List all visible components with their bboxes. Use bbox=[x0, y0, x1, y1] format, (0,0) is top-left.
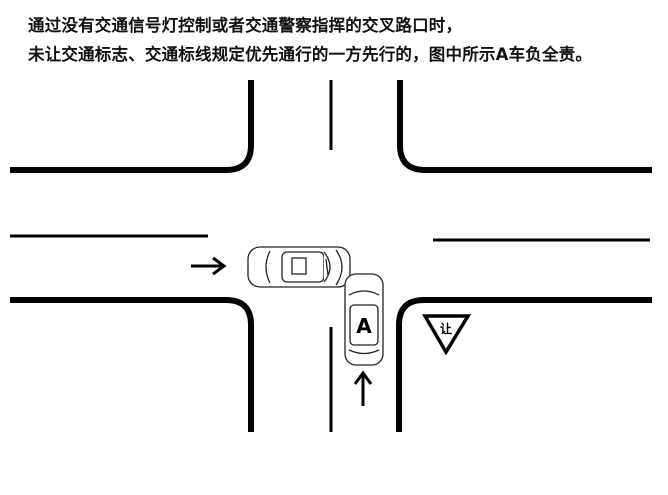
yield-sign-text: 让 bbox=[440, 321, 452, 336]
caption-line-2: 未让交通标志、交通标线规定优先通行的一方先行的，图中所示A车负全责。 bbox=[28, 45, 593, 64]
car-a bbox=[344, 273, 384, 366]
car-a-label: A bbox=[356, 314, 372, 338]
arrow-up-icon bbox=[353, 370, 373, 406]
arrow-right-icon bbox=[191, 256, 227, 276]
car-horizontal bbox=[247, 246, 351, 288]
road-edge-bottom-left bbox=[10, 297, 254, 432]
road-edge-top-right bbox=[397, 80, 652, 173]
road-edge-bottom-right bbox=[396, 297, 652, 432]
caption-line-1: 通过没有交通信号灯控制或者交通警察指挥的交叉路口时， bbox=[28, 16, 463, 35]
road-edge-top-left bbox=[10, 80, 254, 173]
yield-sign-icon: 让 bbox=[421, 314, 472, 356]
